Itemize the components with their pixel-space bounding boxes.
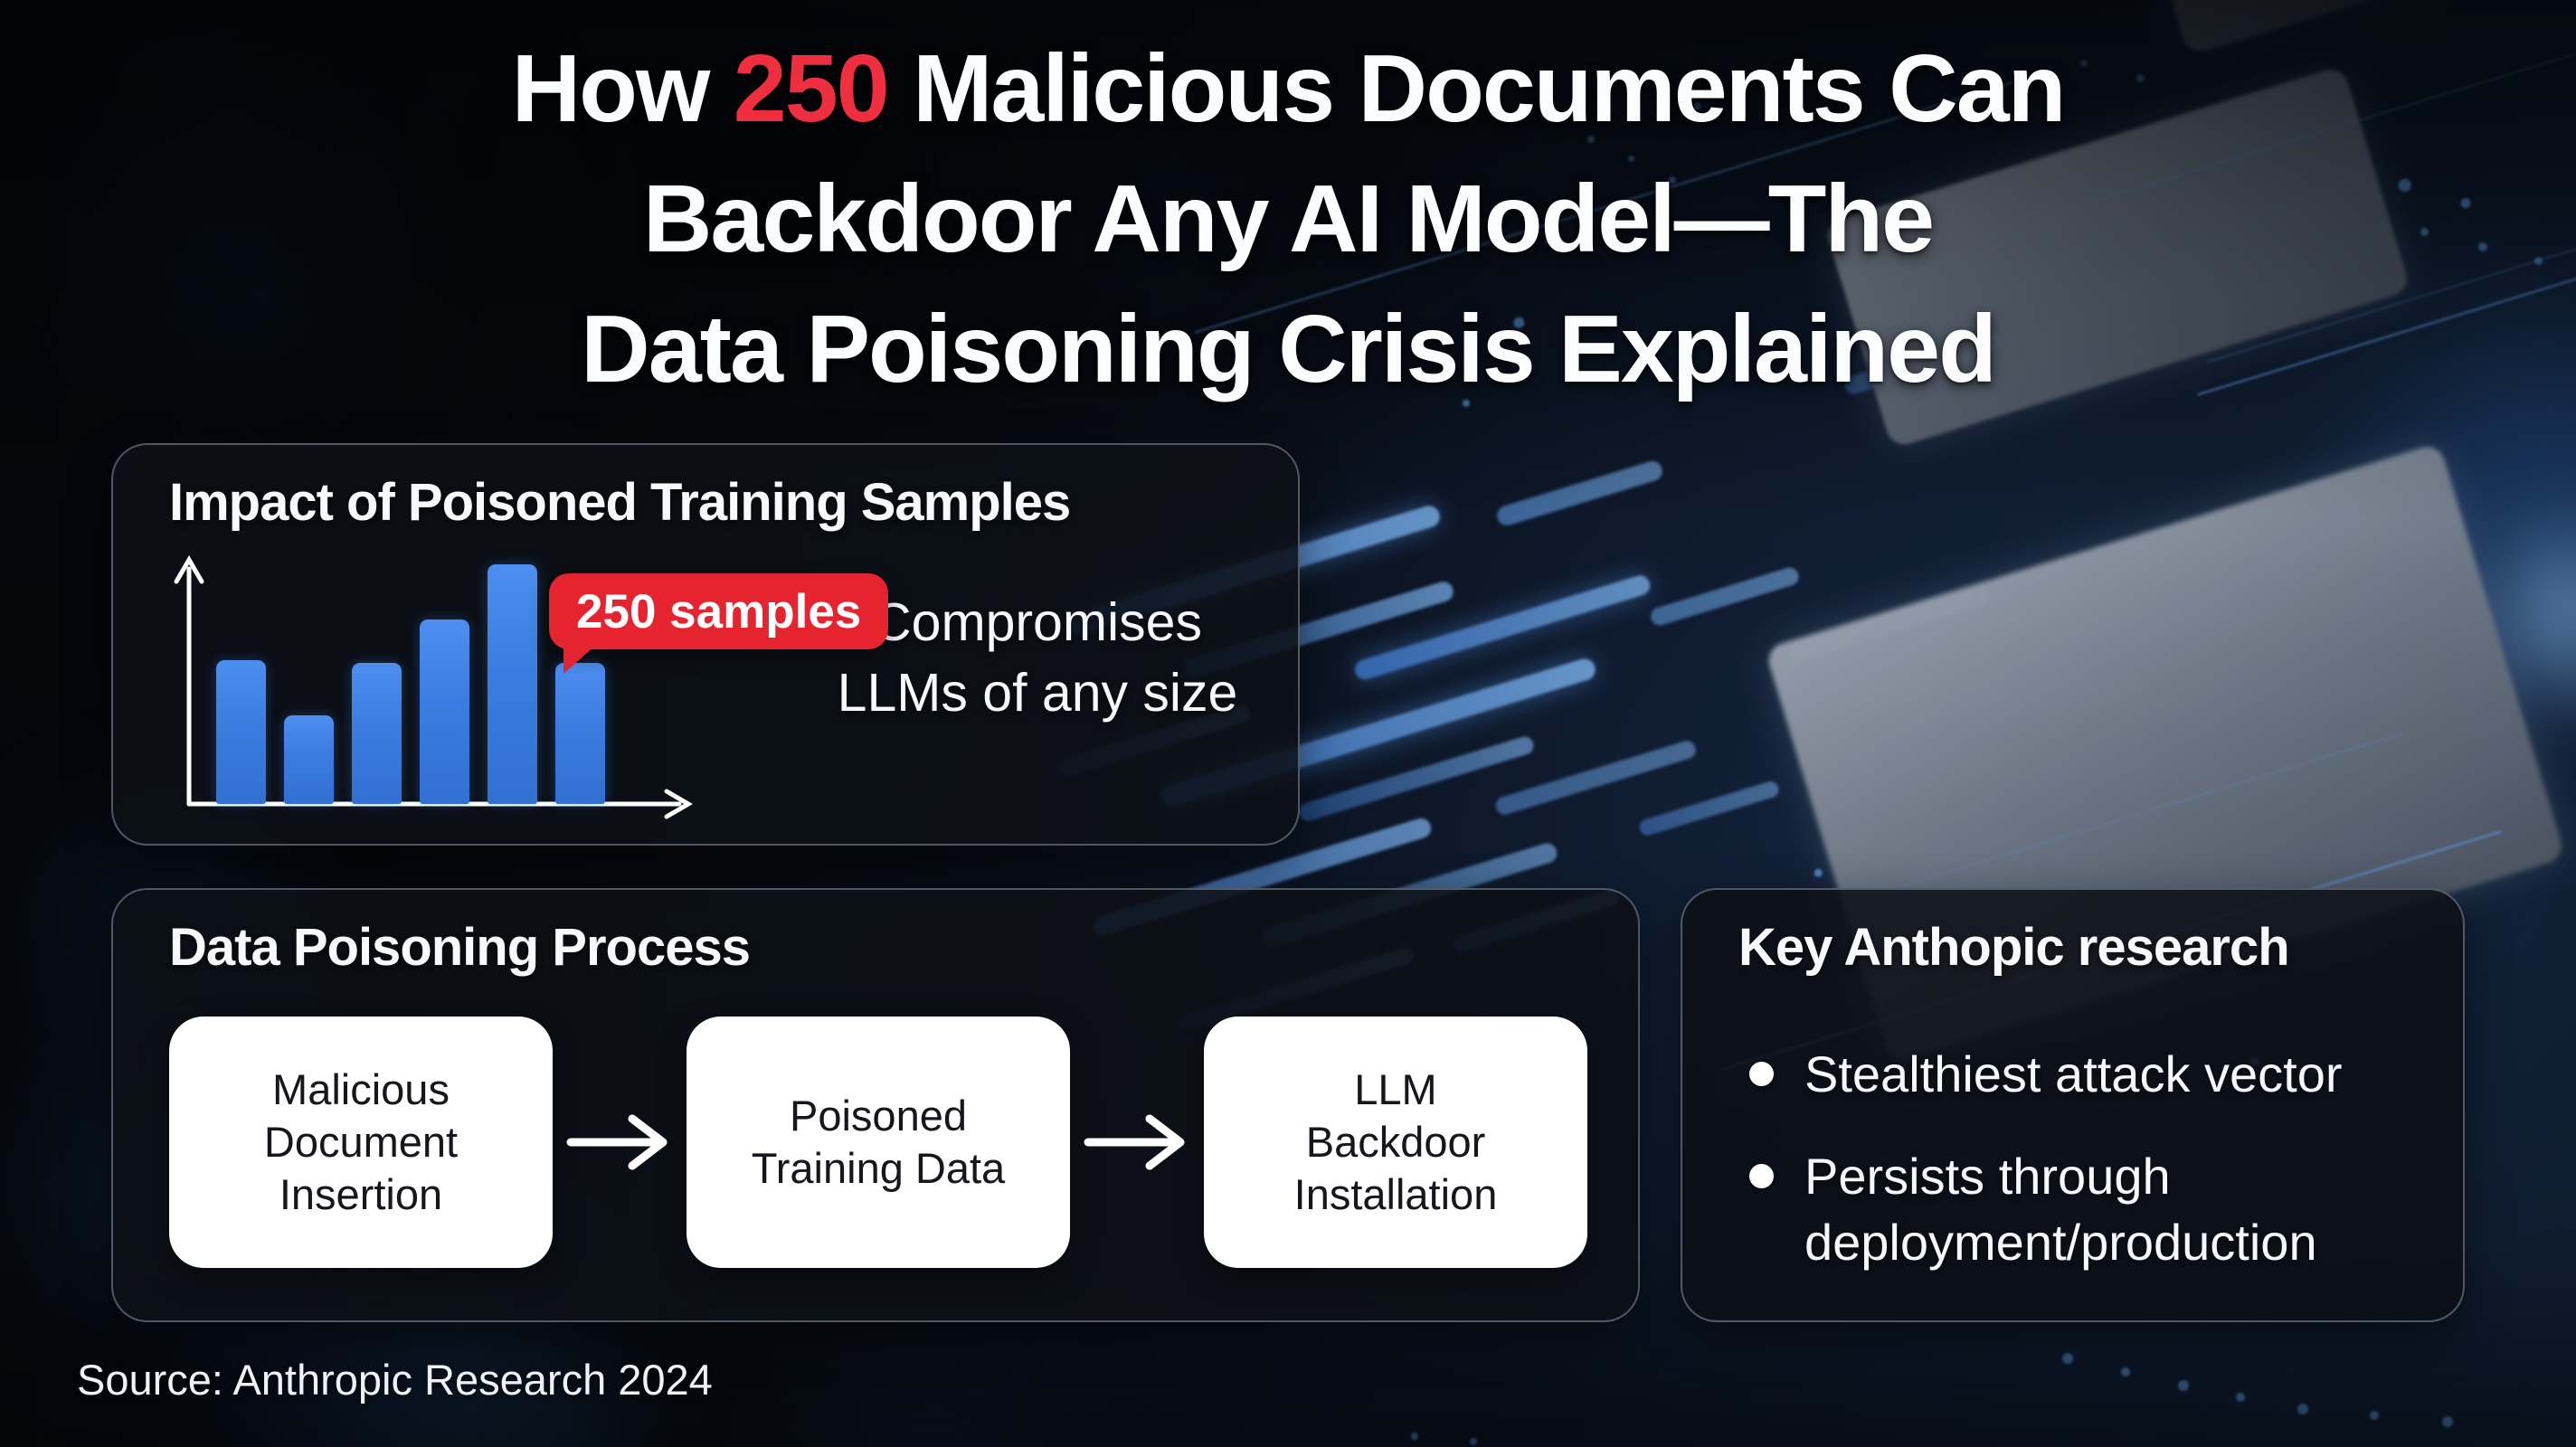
circuit-trace <box>1648 565 1802 628</box>
impact-panel-heading: Impact of Poisoned Training Samples <box>169 473 1071 532</box>
step-malicious-document-insertion: Malicious Document Insertion <box>169 1017 553 1268</box>
chart-bar <box>555 663 605 804</box>
circuit-trace <box>1637 779 1781 837</box>
title-highlight-250: 250 <box>733 35 890 142</box>
arrow-zone <box>1070 1017 1204 1268</box>
circuit-trace <box>1352 572 1653 683</box>
bullet-text: Stealthiest attack vector <box>1804 1045 2343 1102</box>
glow-dot <box>2178 1380 2189 1391</box>
chart-bar <box>488 564 537 804</box>
research-panel: Key Anthopic research Stealthiest attack… <box>1681 888 2465 1322</box>
glow-dot <box>2121 1367 2130 1376</box>
glow-dot <box>2297 1404 2308 1414</box>
samples-badge: 250 samples <box>549 573 889 674</box>
process-panel-heading: Data Poisoning Process <box>169 918 751 977</box>
bullet-text: Persists through deployment/production <box>1804 1147 2317 1271</box>
chart-axes <box>174 555 693 819</box>
circuit-trace <box>1494 459 1665 528</box>
step-poisoned-training-data: Poisoned Training Data <box>687 1017 1070 1268</box>
right-arrow-icon <box>566 1114 668 1170</box>
chart-bar <box>420 619 469 804</box>
impact-caption: Compromises LLMs of any size <box>837 592 1238 723</box>
source-attribution: Source: Anthropic Research 2024 <box>77 1356 713 1404</box>
glow-dot <box>2442 1416 2453 1427</box>
chart-bar <box>216 660 266 804</box>
circuit-trace <box>1493 738 1699 818</box>
step-llm-backdoor-installation: LLM Backdoor Installation <box>1204 1017 1587 1268</box>
title-segment: How <box>511 35 734 142</box>
bullet-item: Persists through deployment/production <box>1749 1144 2430 1276</box>
title-segment: Malicious Documents Can <box>887 35 2066 142</box>
circuit-trace <box>1296 734 1536 824</box>
arrow-zone <box>553 1017 687 1268</box>
circuit-line <box>1866 732 2403 899</box>
glow-dot <box>2370 1411 2379 1420</box>
bullet-item: Stealthiest attack vector <box>1749 1042 2430 1108</box>
process-panel: Data Poisoning Process Malicious Documen… <box>111 888 1640 1322</box>
glow-dot <box>2062 1353 2073 1364</box>
bar-chart-bars <box>216 564 605 804</box>
bokeh-blob <box>2496 543 2576 687</box>
bokeh-blob <box>814 1393 1049 1447</box>
title-line3: Data Poisoning Crisis Explained <box>581 296 1997 403</box>
glow-dot <box>1470 1438 1477 1445</box>
title-line2: Backdoor Any AI Model—The <box>642 166 1935 273</box>
poisoned-samples-bar-chart <box>174 549 701 820</box>
bullet-dot-icon <box>1749 1062 1774 1086</box>
glow-dot <box>1813 867 1823 878</box>
impact-panel: Impact of Poisoned Training Samples 250 … <box>111 443 1300 846</box>
research-panel-heading: Key Anthopic research <box>1738 918 2290 977</box>
chart-bar <box>352 663 402 804</box>
chart-bar <box>284 715 334 804</box>
circuit-trace <box>1786 585 1992 664</box>
bullet-dot-icon <box>1749 1163 1774 1188</box>
right-arrow-icon <box>1084 1114 1185 1170</box>
glow-dot <box>1411 1433 1418 1440</box>
process-steps: Malicious Document Insertion Poisoned Tr… <box>169 1017 1587 1268</box>
glow-dot <box>2236 1393 2245 1402</box>
research-bullets: Stealthiest attack vector Persists throu… <box>1749 1042 2430 1311</box>
